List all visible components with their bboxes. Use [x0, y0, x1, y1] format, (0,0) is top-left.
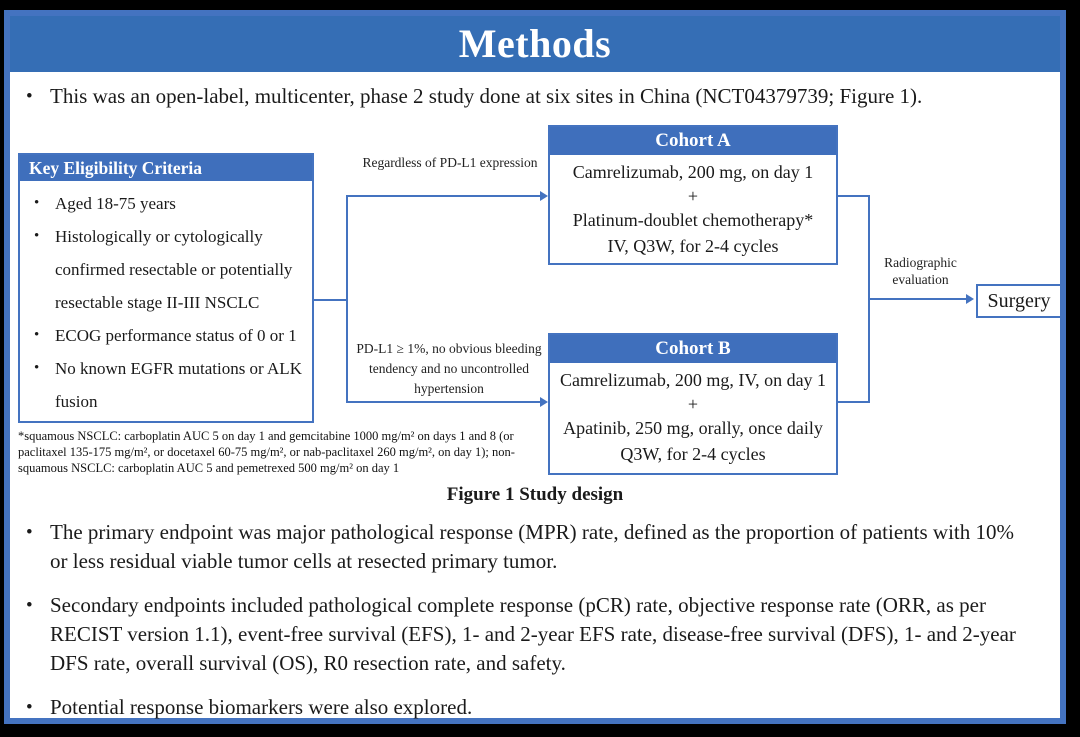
eligibility-item: Aged 18-75 years: [28, 187, 304, 220]
figure-caption: Figure 1 Study design: [446, 484, 624, 505]
slide: Methods This was an open-label, multicen…: [4, 10, 1066, 724]
intro-bullet: This was an open-label, multicenter, pha…: [20, 82, 1040, 111]
chemotherapy-footnote: *squamous NSCLC: carboplatin AUC 5 on da…: [18, 429, 515, 475]
cohort-a-line: IV, Q3W, for 2-4 cycles: [607, 236, 779, 256]
study-design-figure: Key Eligibility Criteria Aged 18-75 year…: [10, 106, 1062, 488]
arrowhead-icon: [540, 397, 548, 407]
cohort-a-box: Cohort A Camrelizumab, 200 mg, on day 1 …: [548, 125, 838, 265]
endpoint-bullet: Potential response biomarkers were also …: [20, 693, 1028, 722]
slide-title-bar: Methods: [10, 16, 1060, 72]
surgery-box: Surgery: [976, 284, 1062, 318]
arrow-to-cohort-b: [346, 401, 542, 403]
cohort-b-line: Apatinib, 250 mg, orally, once daily: [563, 418, 823, 438]
eligibility-list: Aged 18-75 years Histologically or cytol…: [20, 187, 312, 418]
endpoint-bullet: The primary endpoint was major pathologi…: [20, 518, 1028, 576]
plus-sign: +: [687, 394, 699, 414]
eligibility-item: Histologically or cytologically confirme…: [28, 220, 304, 319]
plus-sign: +: [687, 186, 699, 206]
slide-title: Methods: [458, 21, 612, 66]
cohort-b-line: Q3W, for 2-4 cycles: [620, 444, 766, 464]
branch-vertical-line: [346, 195, 348, 403]
cohort-b-line: Camrelizumab, 200 mg, IV, on day 1: [559, 370, 827, 390]
arrow-to-cohort-a: [346, 195, 542, 197]
cohort-b-header: Cohort B: [550, 335, 836, 363]
arrowhead-icon: [966, 294, 974, 304]
cohort-a-line: Platinum-doublet chemotherapy*: [572, 210, 814, 230]
connector-line: [838, 401, 870, 403]
arrowhead-icon: [540, 191, 548, 201]
surgery-label: Surgery: [987, 290, 1051, 312]
eligibility-header: Key Eligibility Criteria: [20, 155, 312, 181]
cohort-b-body: Camrelizumab, 200 mg, IV, on day 1 + Apa…: [550, 363, 836, 467]
branch-bottom-label: PD-L1 ≥ 1%, no obvious bleeding tendency…: [356, 341, 542, 396]
intro-bullet-list: This was an open-label, multicenter, pha…: [20, 82, 1040, 111]
cohort-a-line: Camrelizumab, 200 mg, on day 1: [572, 162, 814, 182]
cohort-a-body: Camrelizumab, 200 mg, on day 1 + Platinu…: [550, 155, 836, 259]
endpoints-bullet-list: The primary endpoint was major pathologi…: [20, 518, 1028, 737]
arrow-to-surgery: [868, 298, 968, 300]
connector-line: [314, 299, 348, 301]
endpoint-bullet: Secondary endpoints included pathologica…: [20, 591, 1028, 678]
eligibility-item: ECOG performance status of 0 or 1: [28, 319, 304, 352]
eligibility-box: Key Eligibility Criteria Aged 18-75 year…: [18, 153, 314, 423]
cohort-b-box: Cohort B Camrelizumab, 200 mg, IV, on da…: [548, 333, 838, 475]
eligibility-item: No known EGFR mutations or ALK fusion: [28, 352, 304, 418]
branch-top-label: Regardless of PD-L1 expression: [362, 155, 538, 170]
cohort-a-header: Cohort A: [550, 127, 836, 155]
connector-line: [838, 195, 870, 197]
evaluation-label: Radiographic evaluation: [884, 255, 957, 287]
